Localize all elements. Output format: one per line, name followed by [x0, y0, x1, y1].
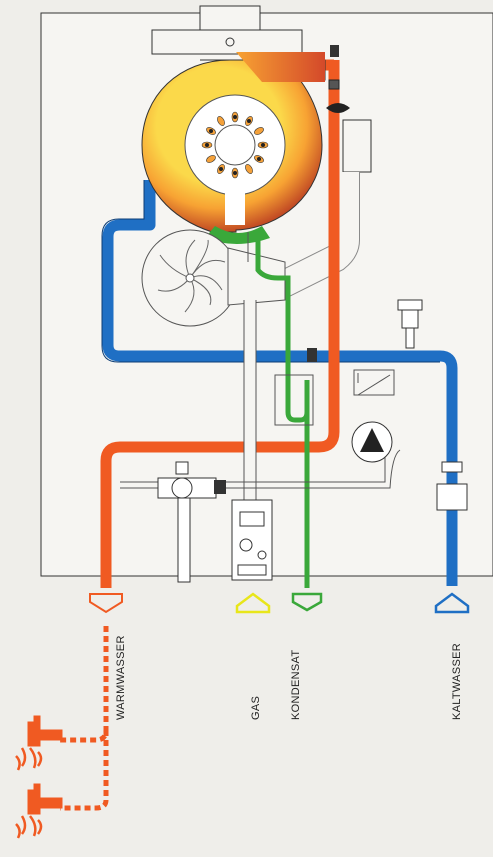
arrow-up-icon — [434, 592, 470, 614]
arrow-up-icon — [235, 592, 271, 614]
arrow-down-icon — [291, 592, 323, 612]
hot-water-supply-line — [60, 626, 109, 811]
valve-icon — [397, 299, 423, 349]
flue-duct — [342, 119, 372, 173]
siphon-box — [274, 374, 314, 426]
tap-icon — [15, 783, 63, 839]
gas-valve-icon — [231, 499, 273, 581]
top-hood — [151, 29, 303, 55]
diverter-valve — [157, 461, 226, 583]
condensate-pipe — [255, 232, 310, 588]
cold-water-pipe — [102, 180, 458, 586]
tap-icon — [15, 715, 63, 771]
label-gas: GAS — [250, 696, 262, 720]
burner-icon — [201, 111, 269, 179]
label-warmwasser: WARMWASSER — [115, 635, 127, 720]
arrow-down-icon — [89, 593, 123, 614]
label-kaltwasser: KALTWASSER — [451, 643, 463, 720]
label-kondensat: KONDENSAT — [290, 650, 302, 720]
fan-icon — [141, 229, 286, 327]
